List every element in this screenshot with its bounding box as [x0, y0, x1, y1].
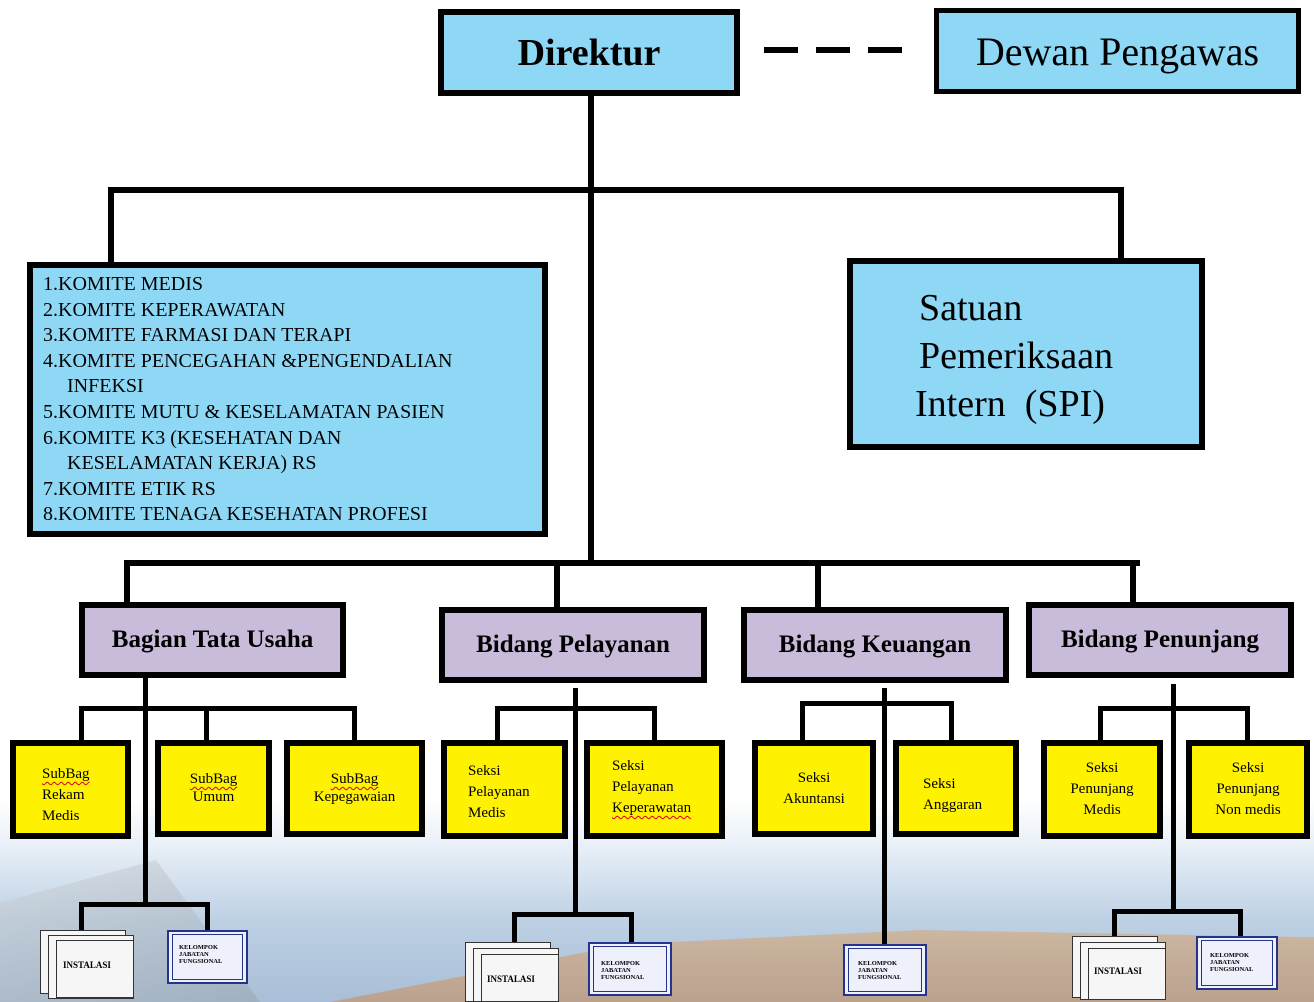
kelompok-line: KELOMPOK — [601, 960, 640, 967]
spi-line: Satuan — [919, 287, 1023, 329]
komite-box: 1.KOMITE MEDIS 2.KOMITE KEPERAWATAN 3.KO… — [27, 262, 548, 537]
seksi-line: Seksi — [468, 763, 501, 779]
kelompok-line: FUNGSIONAL — [1210, 966, 1254, 973]
komite-item: 8.KOMITE TENAGA KESEHATAN PROFESI — [43, 503, 428, 526]
komite-list: 1.KOMITE MEDIS 2.KOMITE KEPERAWATAN 3.KO… — [33, 268, 542, 528]
seksi-line: Keperawatan — [612, 800, 692, 816]
dewan-pengawas-label: Dewan Pengawas — [975, 28, 1260, 74]
instalasi-label: INSTALASI — [1094, 966, 1142, 976]
komite-item: 3.KOMITE FARMASI DAN TERAPI — [43, 324, 352, 347]
seksi-line: Medis — [468, 805, 506, 821]
seksi-line: SubBag — [42, 766, 90, 782]
komite-item: 4.KOMITE PENCEGAHAN &PENGENDALIAN — [43, 349, 453, 372]
seksi-pelayanan-medis-box: Seksi Pelayanan Medis — [441, 740, 568, 839]
spi-box: Satuan Pemeriksaan Intern (SPI) — [847, 258, 1205, 450]
komite-item: 1.KOMITE MEDIS — [43, 273, 203, 295]
komite-item: INFEKSI — [67, 375, 144, 398]
seksi-line: SubBag — [330, 771, 379, 787]
seksi-line: Anggaran — [923, 797, 983, 813]
dewan-pengawas-box: Dewan Pengawas — [934, 8, 1301, 94]
bidang-box-keuangan: Bidang Keuangan — [741, 607, 1009, 683]
komite-item: 7.KOMITE ETIK RS — [43, 477, 216, 500]
bidang-box-pelayanan: Bidang Pelayanan — [439, 607, 707, 683]
kelompok-line: JABATAN — [601, 967, 631, 974]
kelompok-line: KELOMPOK — [179, 944, 218, 951]
seksi-pelayanan-keperawatan-box: Seksi Pelayanan Keperawatan — [584, 740, 725, 839]
seksi-line: Umum — [192, 789, 235, 805]
seksi-line: Penunjang — [1070, 781, 1134, 797]
spi-line: Intern (SPI) — [915, 383, 1105, 425]
bidang-label: Bidang Pelayanan — [476, 631, 670, 658]
komite-item: 2.KOMITE KEPERAWATAN — [43, 298, 286, 321]
seksi-penunjang-medis-box: Seksi Penunjang Medis — [1041, 740, 1163, 839]
seksi-line: SubBag — [189, 771, 238, 787]
kelompok-line: JABATAN — [858, 967, 888, 974]
bidang-label: Bagian Tata Usaha — [111, 626, 314, 653]
direktur-box: Direktur — [438, 9, 740, 96]
seksi-akuntansi-box: Seksi Akuntansi — [752, 740, 876, 837]
seksi-line: Medis — [1083, 802, 1121, 818]
bidang-box-tata-usaha: Bagian Tata Usaha — [79, 602, 346, 678]
seksi-penunjang-non-medis-box: Seksi Penunjang Non medis — [1186, 740, 1310, 839]
seksi-line: Seksi — [797, 769, 831, 786]
kelompok-line: JABATAN — [1210, 959, 1240, 966]
kelompok-line: KELOMPOK — [858, 960, 897, 967]
kelompok-line: JABATAN — [179, 951, 209, 958]
seksi-line: Akuntansi — [783, 790, 845, 807]
bidang-box-penunjang: Bidang Penunjang — [1026, 602, 1294, 678]
seksi-anggaran-box: Seksi Anggaran — [893, 740, 1019, 837]
direktur-label: Direktur — [517, 31, 661, 74]
subbag-umum-box: SubBag Umum — [155, 740, 272, 837]
kelompok-line: FUNGSIONAL — [179, 958, 223, 965]
komite-item: KESELAMATAN KERJA) RS — [67, 452, 317, 475]
seksi-line: Seksi — [612, 758, 645, 774]
seksi-line: Kepegawaian — [313, 789, 396, 805]
seksi-line: Pelayanan — [468, 784, 530, 800]
seksi-line: Seksi — [923, 776, 956, 792]
bidang-label: Bidang Keuangan — [778, 631, 972, 658]
komite-item: 6.KOMITE K3 (KESEHATAN DAN — [43, 426, 342, 449]
seksi-line: Penunjang — [1216, 781, 1280, 797]
seksi-line: Seksi — [1231, 760, 1265, 776]
subbag-kepegawaian-box: SubBag Kepegawaian — [284, 740, 425, 837]
spi-line: Pemeriksaan — [919, 335, 1114, 377]
instalasi-label: INSTALASI — [63, 960, 111, 970]
subbag-rekam-medis-box: SubBag Rekam Medis — [10, 740, 131, 839]
kelompok-line: KELOMPOK — [1210, 952, 1249, 959]
kelompok-line: FUNGSIONAL — [858, 974, 902, 981]
spi-label: Satuan Pemeriksaan Intern (SPI) — [915, 284, 1114, 428]
seksi-line: Pelayanan — [612, 779, 674, 795]
seksi-line: Seksi — [1085, 760, 1119, 776]
seksi-line: Medis — [42, 808, 80, 824]
seksi-line: Rekam — [42, 787, 85, 803]
bidang-label: Bidang Penunjang — [1061, 626, 1259, 653]
komite-item: 5.KOMITE MUTU & KESELAMATAN PASIEN — [43, 400, 445, 423]
kelompok-line: FUNGSIONAL — [601, 974, 645, 981]
seksi-line: Non medis — [1215, 802, 1281, 818]
instalasi-label: INSTALASI — [487, 974, 535, 984]
